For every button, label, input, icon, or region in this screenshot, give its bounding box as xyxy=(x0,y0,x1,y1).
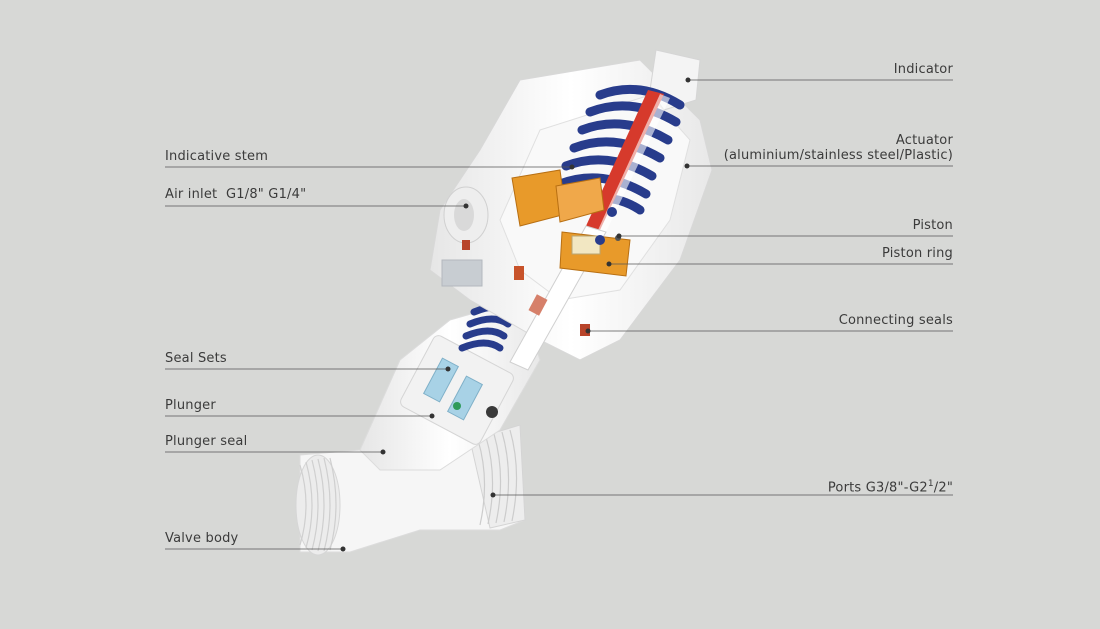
valve-body-shape xyxy=(295,424,526,556)
label-piston: Piston xyxy=(912,218,953,233)
leader-seal-sets xyxy=(165,366,451,372)
label-actuator-materials: (aluminium/stainless steel/Plastic) xyxy=(723,148,953,163)
label-actuator-title: Actuator xyxy=(895,133,953,148)
label-indicator: Indicator xyxy=(893,62,953,77)
leader-indicative-stem xyxy=(165,164,575,170)
label-ports-sup: 1 xyxy=(927,479,934,489)
leader-piston xyxy=(616,233,953,239)
label-plunger: Plunger xyxy=(165,398,216,413)
leader-connecting-seals xyxy=(585,328,953,334)
leader-plunger xyxy=(165,413,435,419)
leader-piston-ring xyxy=(606,261,953,267)
label-plunger-seal: Plunger seal xyxy=(165,434,248,449)
label-indicative-stem: Indicative stem xyxy=(165,149,269,164)
leader-indicator xyxy=(685,77,953,83)
label-connecting-seals: Connecting seals xyxy=(838,313,953,328)
label-actuator: Actuator (aluminium/stainless steel/Plas… xyxy=(724,133,953,163)
leader-valve-body xyxy=(165,546,346,552)
leader-air-inlet xyxy=(165,203,469,209)
label-ports: Ports G3/8"-G21/2" xyxy=(828,477,953,495)
label-piston-ring: Piston ring xyxy=(881,246,953,261)
label-seal-sets: Seal Sets xyxy=(165,351,227,366)
label-valve-body: Valve body xyxy=(165,531,239,546)
label-ports-prefix: Ports G3/8"-G2 xyxy=(827,480,928,496)
leader-ports xyxy=(490,492,953,498)
label-air-inlet: Air inlet G1/8" G1/4" xyxy=(165,187,307,202)
label-ports-suffix: /2" xyxy=(933,480,953,496)
piston-shape xyxy=(462,169,631,336)
leader-plunger-seal xyxy=(165,449,386,455)
leader-actuator xyxy=(684,163,953,169)
